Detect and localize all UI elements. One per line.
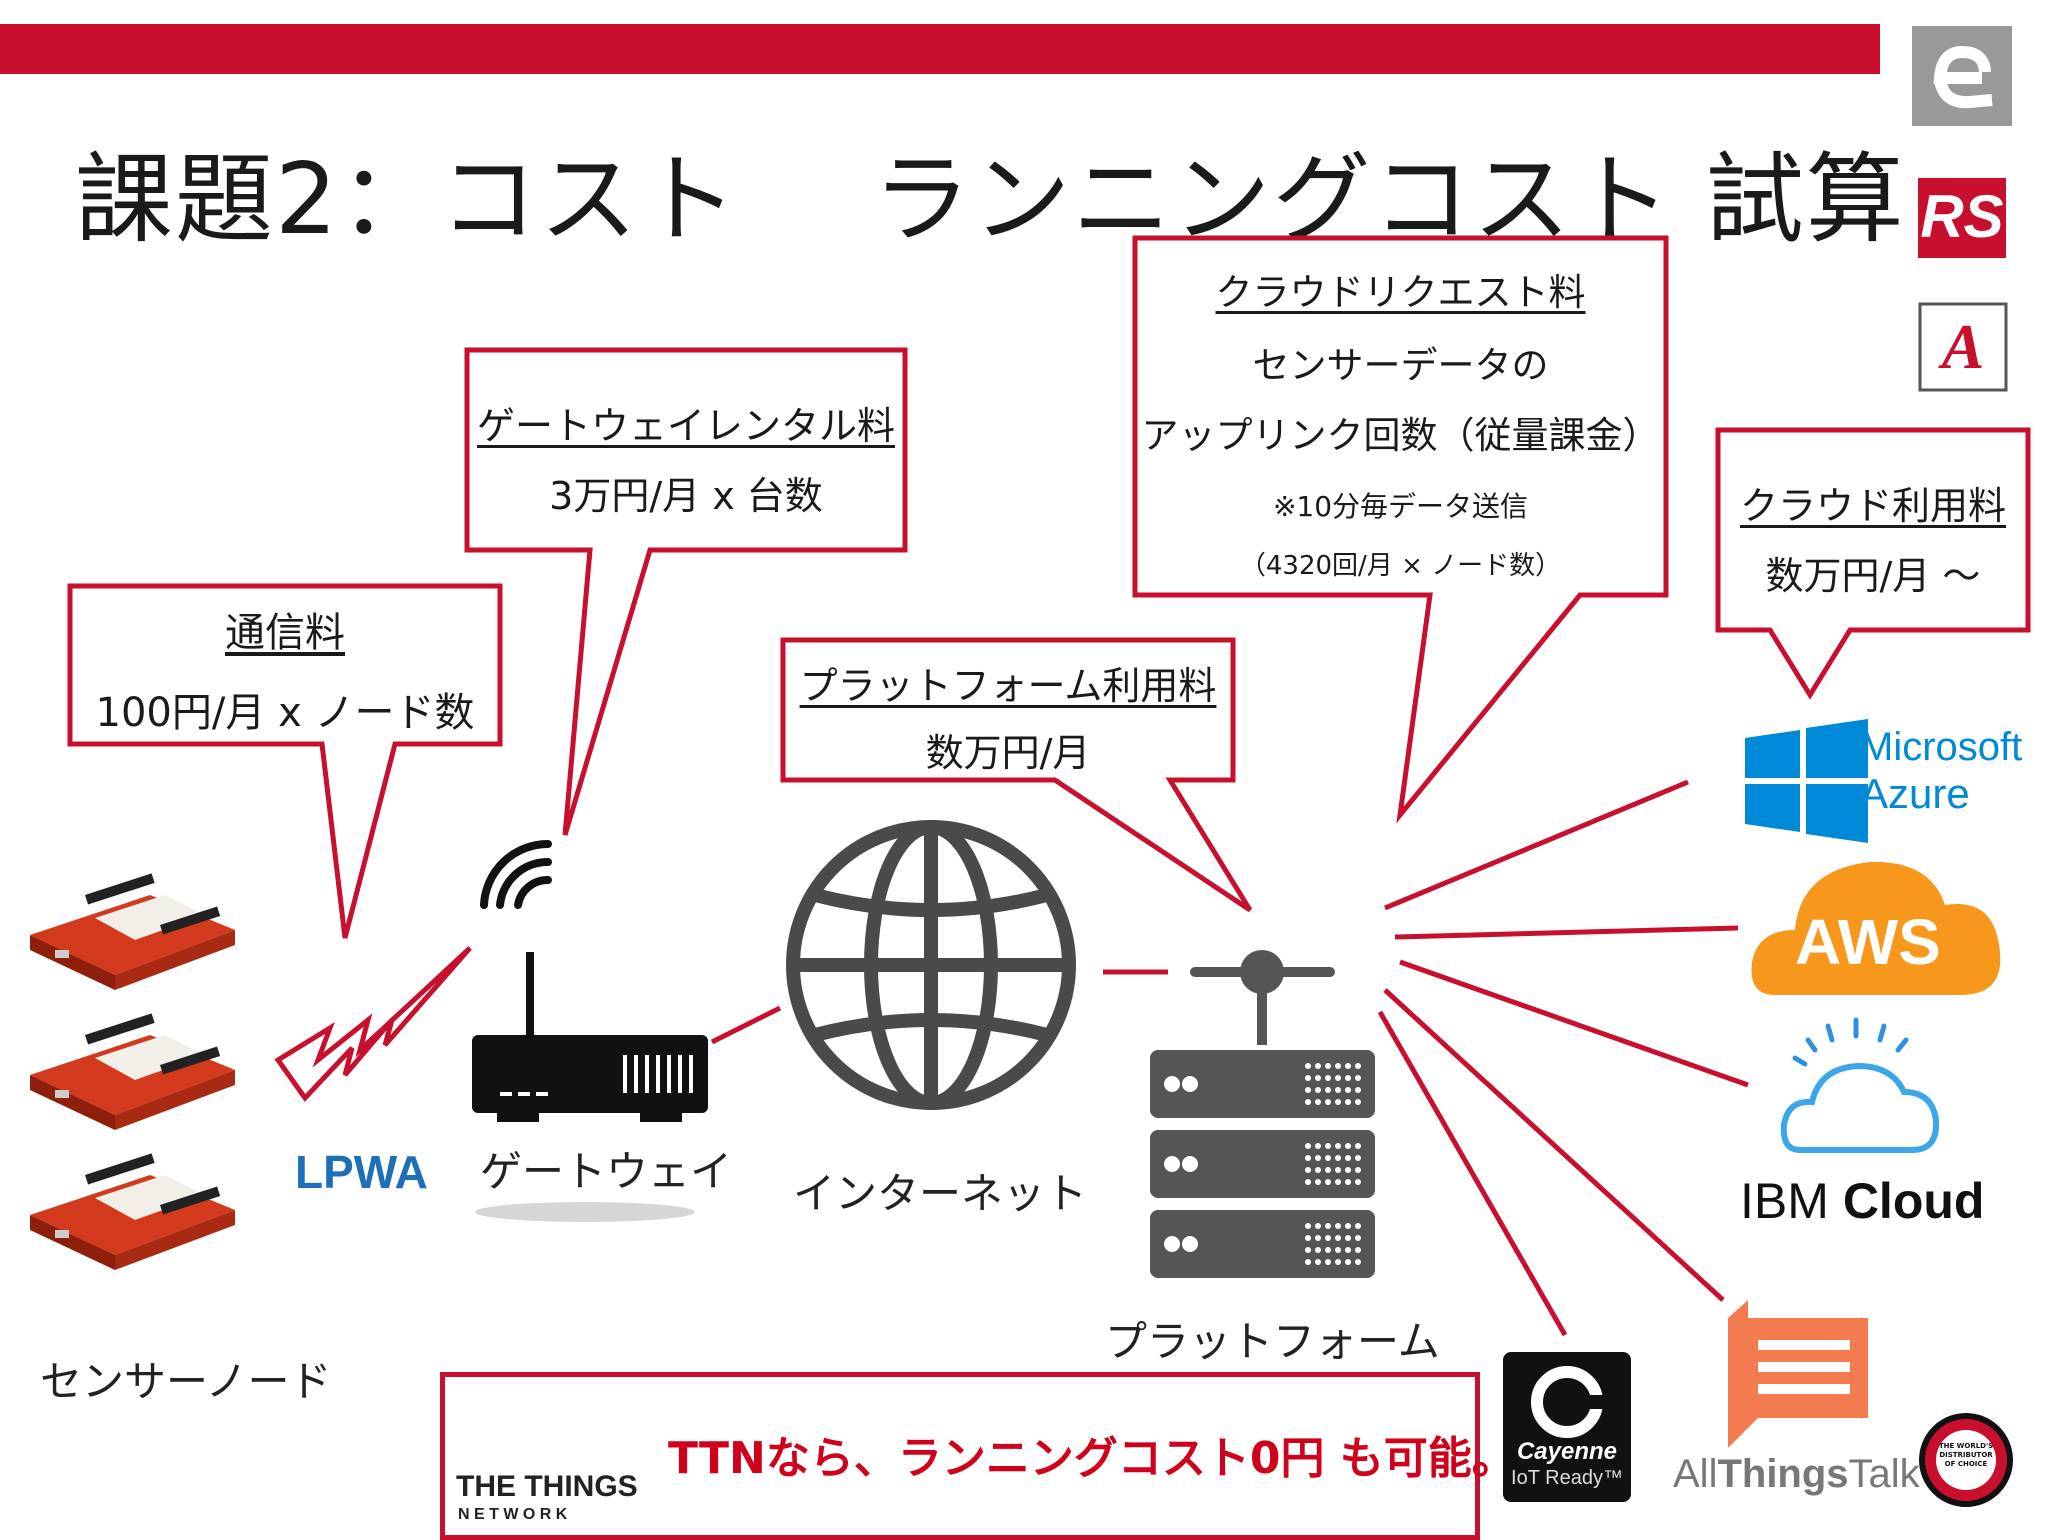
lpwa-signal-icon — [274, 946, 472, 1102]
gateway-label: ゲートウェイ — [480, 1147, 733, 1196]
platform-label: プラットフォーム — [1105, 1317, 1440, 1366]
rs-side-logo — [1918, 178, 2006, 258]
callout-cloud-usage-heading: クラウド利用料 — [1739, 484, 2006, 528]
allthingstalk-part2: Things — [1717, 1452, 1849, 1496]
callout-cloud-request-line2: アップリンク回数（従量課金） — [1141, 414, 1660, 457]
callout-tsushin-heading: 通信料 — [225, 610, 345, 656]
sensor-node-label: センサーノード — [40, 1357, 332, 1406]
callout-gateway-heading: ゲートウェイレンタル料 — [476, 404, 895, 448]
callout-tsushin-line: 100円/月 x ノード数 — [95, 690, 475, 736]
sensor-node-boards — [30, 873, 235, 1270]
a-side-logo — [1918, 302, 2008, 392]
distributor-badge-icon — [1919, 1413, 2013, 1507]
cayenne-logo-icon — [1503, 1352, 1631, 1502]
callout-gateway-rental — [464, 347, 908, 836]
cayenne-title: Cayenne — [1516, 1438, 1618, 1465]
ibm-cloud-icon — [1780, 1017, 1940, 1153]
aws-label: AWS — [1795, 906, 1941, 978]
azure-label-line2: Azure — [1860, 770, 1970, 817]
callout-platform-line: 数万円/月 — [925, 731, 1091, 775]
elecrow-side-logo — [1912, 26, 2012, 126]
allthingstalk-part3: Talk — [1848, 1452, 1920, 1496]
callout-cloud-request — [1132, 235, 1669, 824]
callout-platform-heading: プラットフォーム利用料 — [799, 664, 1217, 708]
lpwa-label: LPWA — [295, 1146, 428, 1198]
aws-cloud-icon — [1751, 861, 2001, 995]
allthingstalk-part1: All — [1673, 1452, 1718, 1496]
allthingstalk-label: AllThingsTalk — [1673, 1452, 1920, 1497]
callout-cloud-usage-line: 数万円/月 〜 — [1765, 554, 1981, 598]
internet-label: インターネット — [793, 1169, 1088, 1218]
ttn-logo-line1: THE THINGS — [456, 1470, 638, 1503]
azure-windows-icon — [1745, 719, 1868, 843]
callout-cloud-request-line4: （4320回/月 × ノード数） — [1239, 551, 1562, 581]
callout-platform-fee — [780, 637, 1253, 913]
gateway-router-icon — [472, 839, 708, 1222]
azure-label-line1: Microsoft — [1860, 725, 2023, 769]
rs-logo-text: RS — [1920, 183, 2004, 250]
ibm-cloud-label: IBM Cloud — [1740, 1172, 1984, 1230]
ttn-logo-line2: N E T W O R K — [458, 1506, 568, 1523]
top-accent-bar — [0, 24, 1880, 74]
a-logo-text: A — [1941, 311, 1985, 382]
callout-tsushin — [67, 583, 503, 939]
internet-globe-icon — [786, 820, 1076, 1110]
callout-cloud-request-heading: クラウドリクエスト料 — [1215, 271, 1586, 314]
callout-cloud-request-line1: センサーデータの — [1252, 344, 1549, 387]
cayenne-sub: IoT Ready™ — [1511, 1467, 1623, 1489]
ibm-cloud-word: Cloud — [1842, 1173, 1985, 1229]
callout-gateway-line: 3万円/月 x 台数 — [549, 474, 823, 518]
callout-cloud-request-line3: ※10分毎データ送信 — [1272, 490, 1529, 523]
platform-server-icon — [1150, 950, 1375, 1278]
ibm-label: IBM — [1740, 1173, 1829, 1229]
distributor-badge-text: THE WORLD'S DISTRIBUTOR OF CHOICE — [1938, 1442, 1994, 1468]
ttn-message-box — [440, 1372, 1480, 1540]
ttn-message: TTNなら、ランニングコスト0円 も可能。 — [668, 1433, 1516, 1484]
callout-cloud-usage — [1715, 427, 2031, 700]
allthingstalk-chat-icon — [1728, 1300, 1868, 1448]
